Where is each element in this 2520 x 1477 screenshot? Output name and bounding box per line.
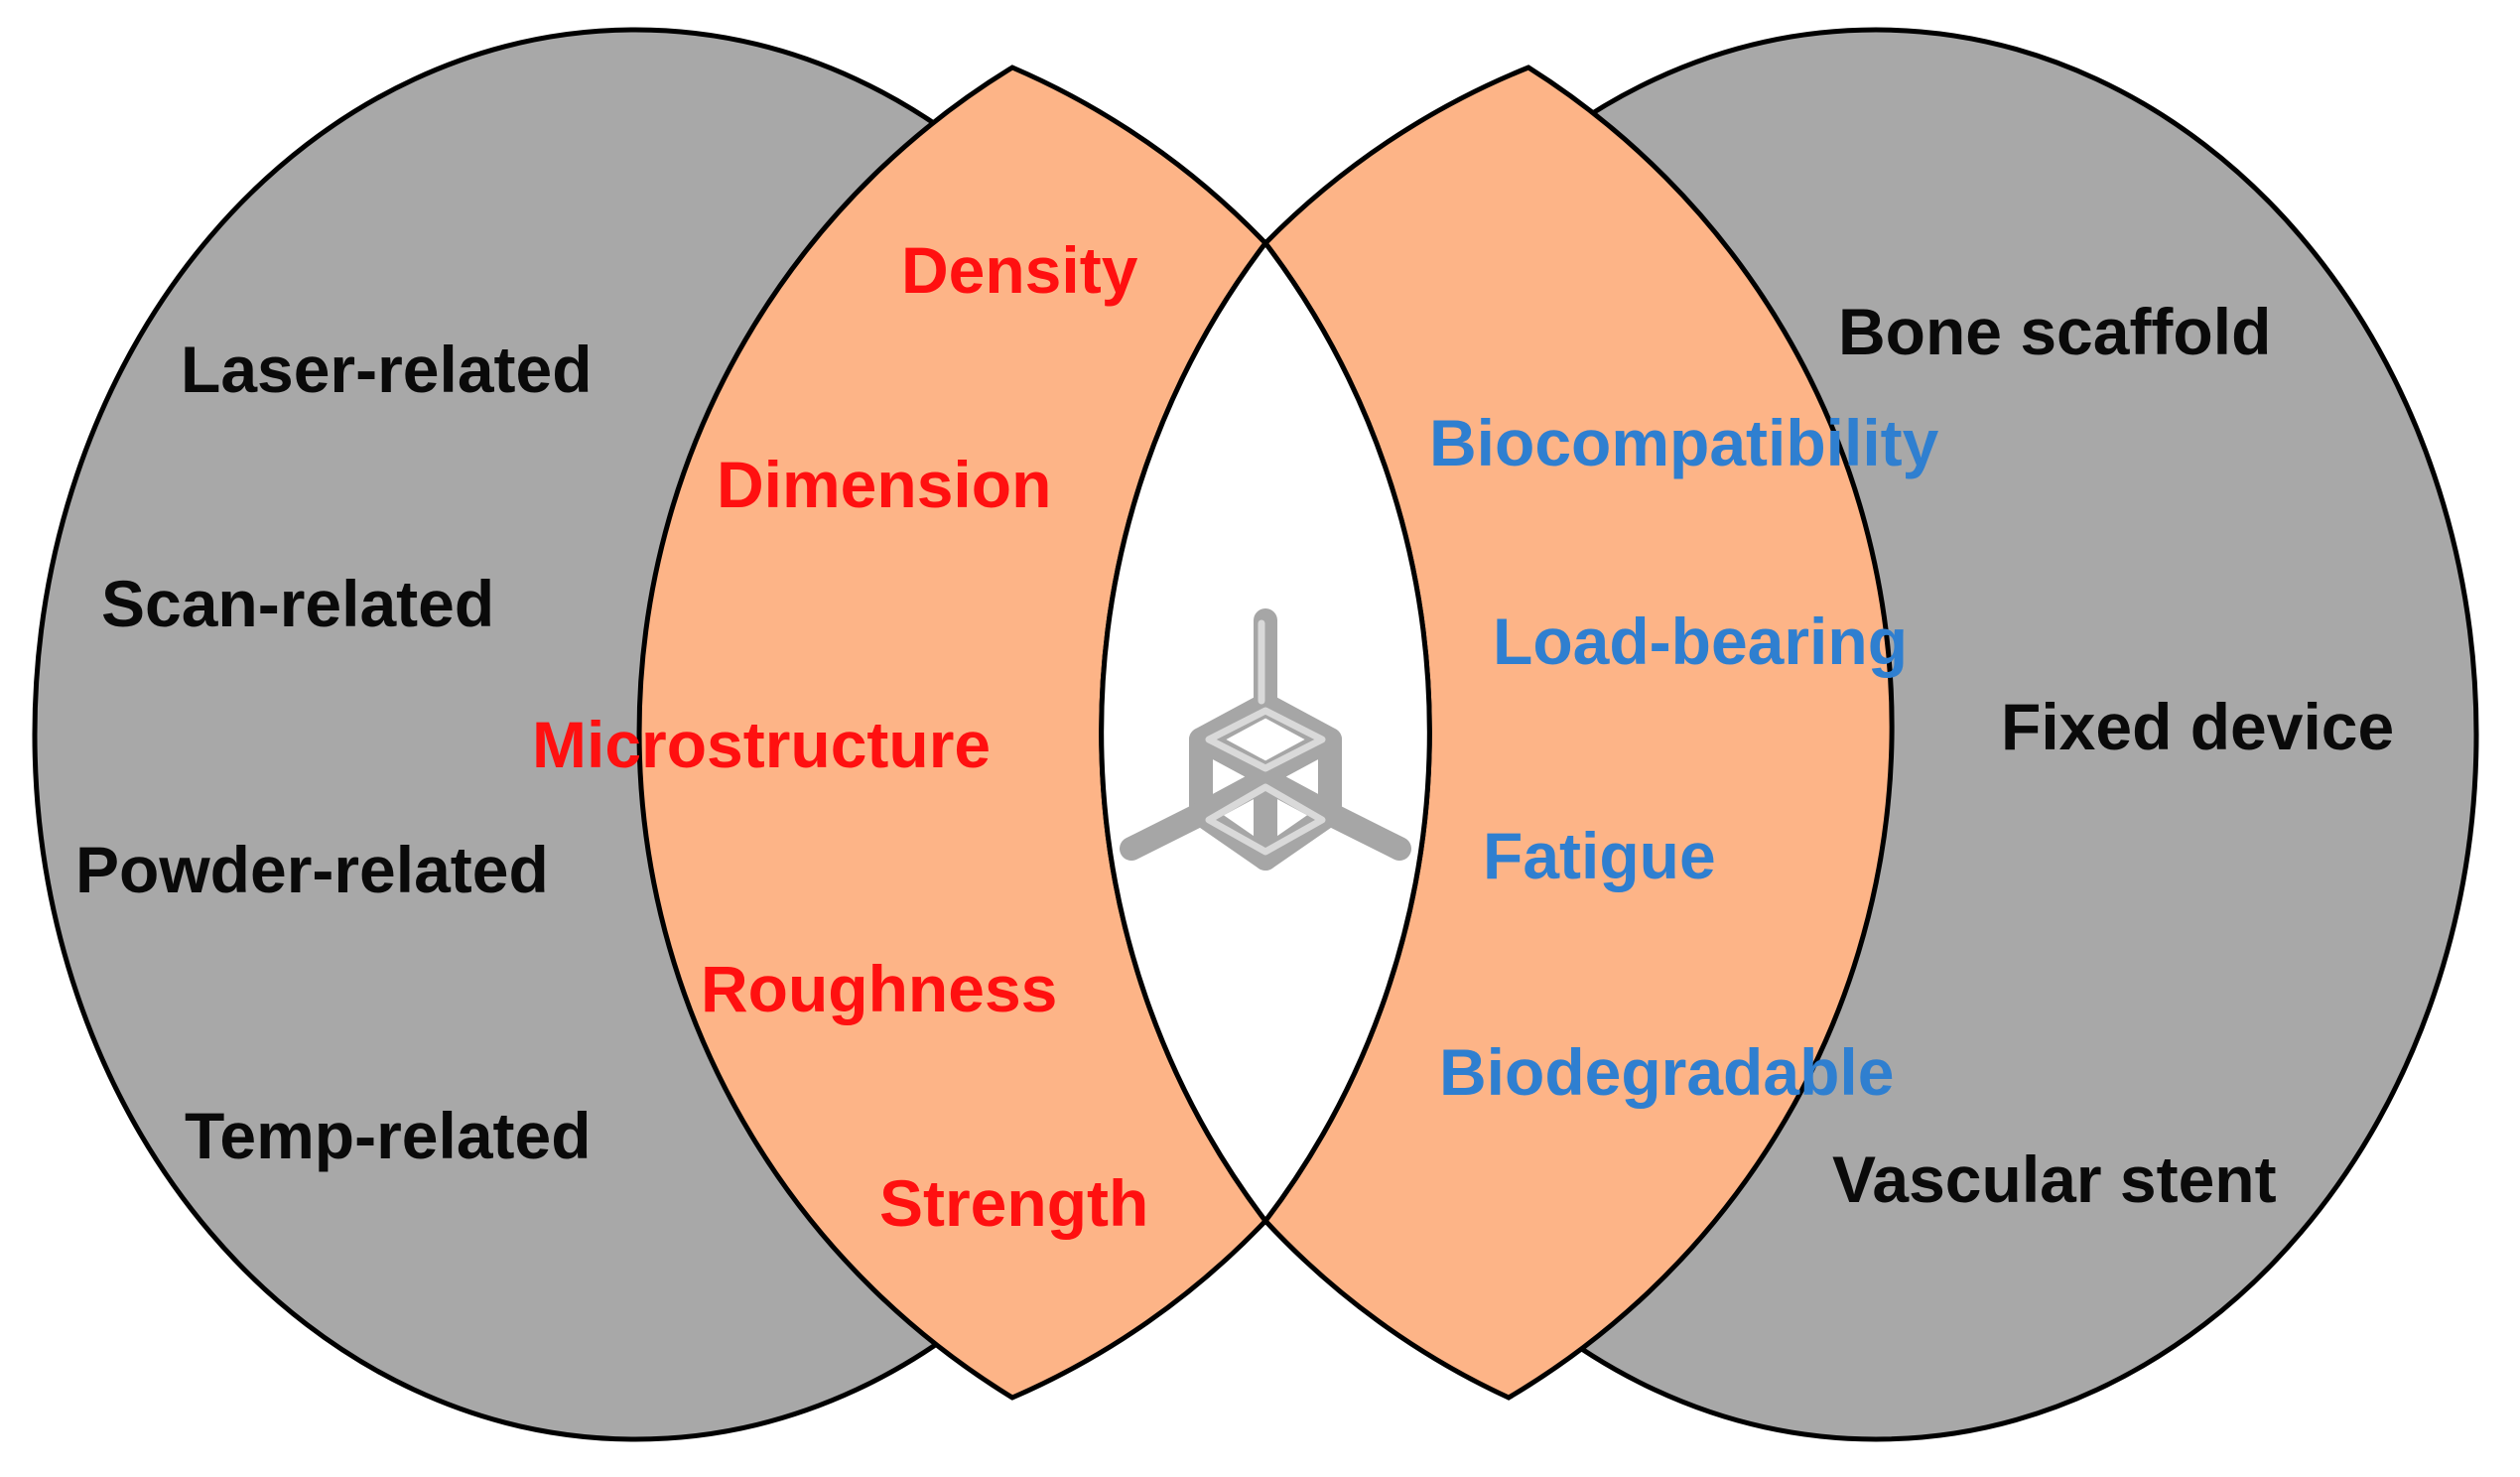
left-band-label: Roughness [701, 952, 1057, 1025]
left-outer-label: Powder-related [75, 833, 549, 906]
lattice-strut-highlight [1205, 619, 1326, 856]
right-band-label: Fatigue [1483, 819, 1716, 892]
left-band-label: Dimension [717, 448, 1051, 521]
left-band-label: Microstructure [532, 708, 991, 781]
left-outer-label: Scan-related [101, 567, 494, 640]
right-outer-label: Bone scaffold [1838, 295, 2271, 368]
right-outer-label: Fixed device [2001, 690, 2394, 763]
right-band-label: Biocompatibility [1429, 406, 1939, 479]
right-band-label: Load-bearing [1493, 604, 1908, 678]
left-band-label: Strength [879, 1166, 1148, 1240]
center-lens [1099, 238, 1432, 1226]
left-outer-label: Laser-related [181, 333, 593, 406]
left-band-label: Density [901, 233, 1138, 307]
left-outer-label: Temp-related [185, 1099, 592, 1172]
right-band-label: Biodegradable [1439, 1035, 1894, 1109]
right-outer-label: Vascular stent [1832, 1142, 2277, 1216]
